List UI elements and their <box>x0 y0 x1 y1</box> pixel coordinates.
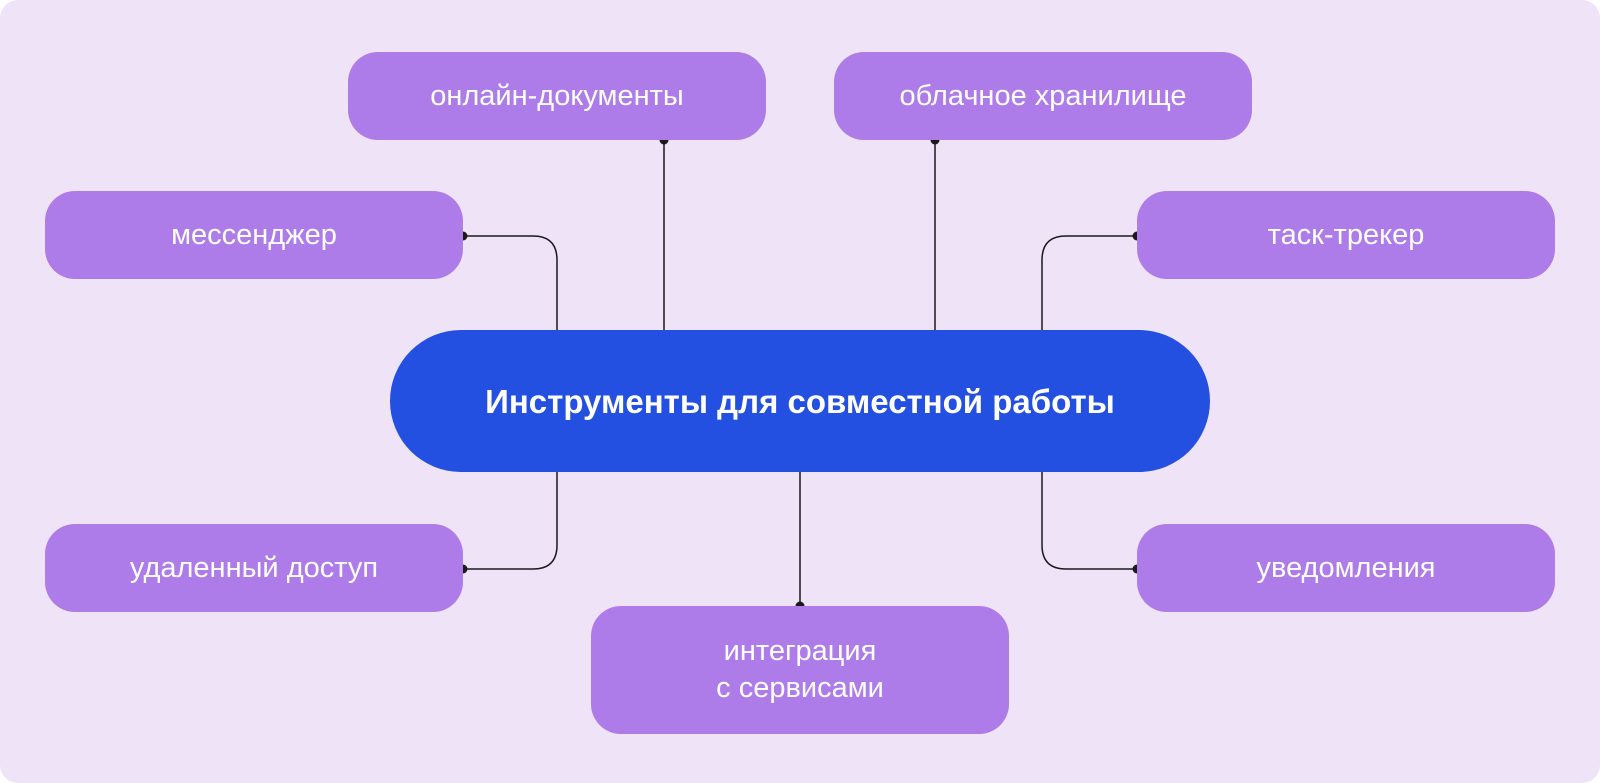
node-integration-label-line2: с сервисами <box>716 672 884 704</box>
node-center: Инструменты для совместной работы <box>390 330 1210 472</box>
connector-remote-access <box>463 472 558 570</box>
node-messenger-label: мессенджер <box>171 218 337 251</box>
node-task-tracker-label: таск-трекер <box>1267 218 1425 251</box>
node-cloud-storage: облачное хранилище <box>834 52 1252 140</box>
node-messenger: мессенджер <box>45 191 463 279</box>
connector-task-tracker <box>1041 235 1137 330</box>
node-remote-access: удаленный доступ <box>45 524 463 612</box>
node-online-docs-label: онлайн-документы <box>430 79 684 112</box>
node-integration-label-line1: интеграция <box>723 635 877 667</box>
node-center-label: Инструменты для совместной работы <box>485 382 1115 420</box>
node-remote-access-label: удаленный доступ <box>129 551 379 584</box>
connector-messenger <box>463 235 558 330</box>
node-task-tracker: таск-трекер <box>1137 191 1555 279</box>
node-integration: интеграция с сервисами <box>591 606 1009 734</box>
node-online-docs: онлайн-документы <box>348 52 766 140</box>
node-cloud-storage-label: облачное хранилище <box>899 79 1187 112</box>
connector-notifications <box>1041 472 1137 570</box>
node-notifications: уведомления <box>1137 524 1555 612</box>
node-notifications-label: уведомления <box>1256 551 1436 584</box>
